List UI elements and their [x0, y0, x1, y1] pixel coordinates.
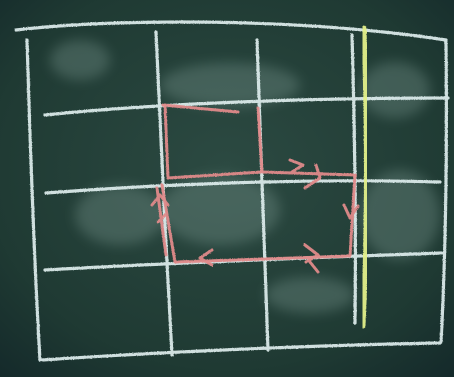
chalkboard-photo — [0, 0, 454, 377]
